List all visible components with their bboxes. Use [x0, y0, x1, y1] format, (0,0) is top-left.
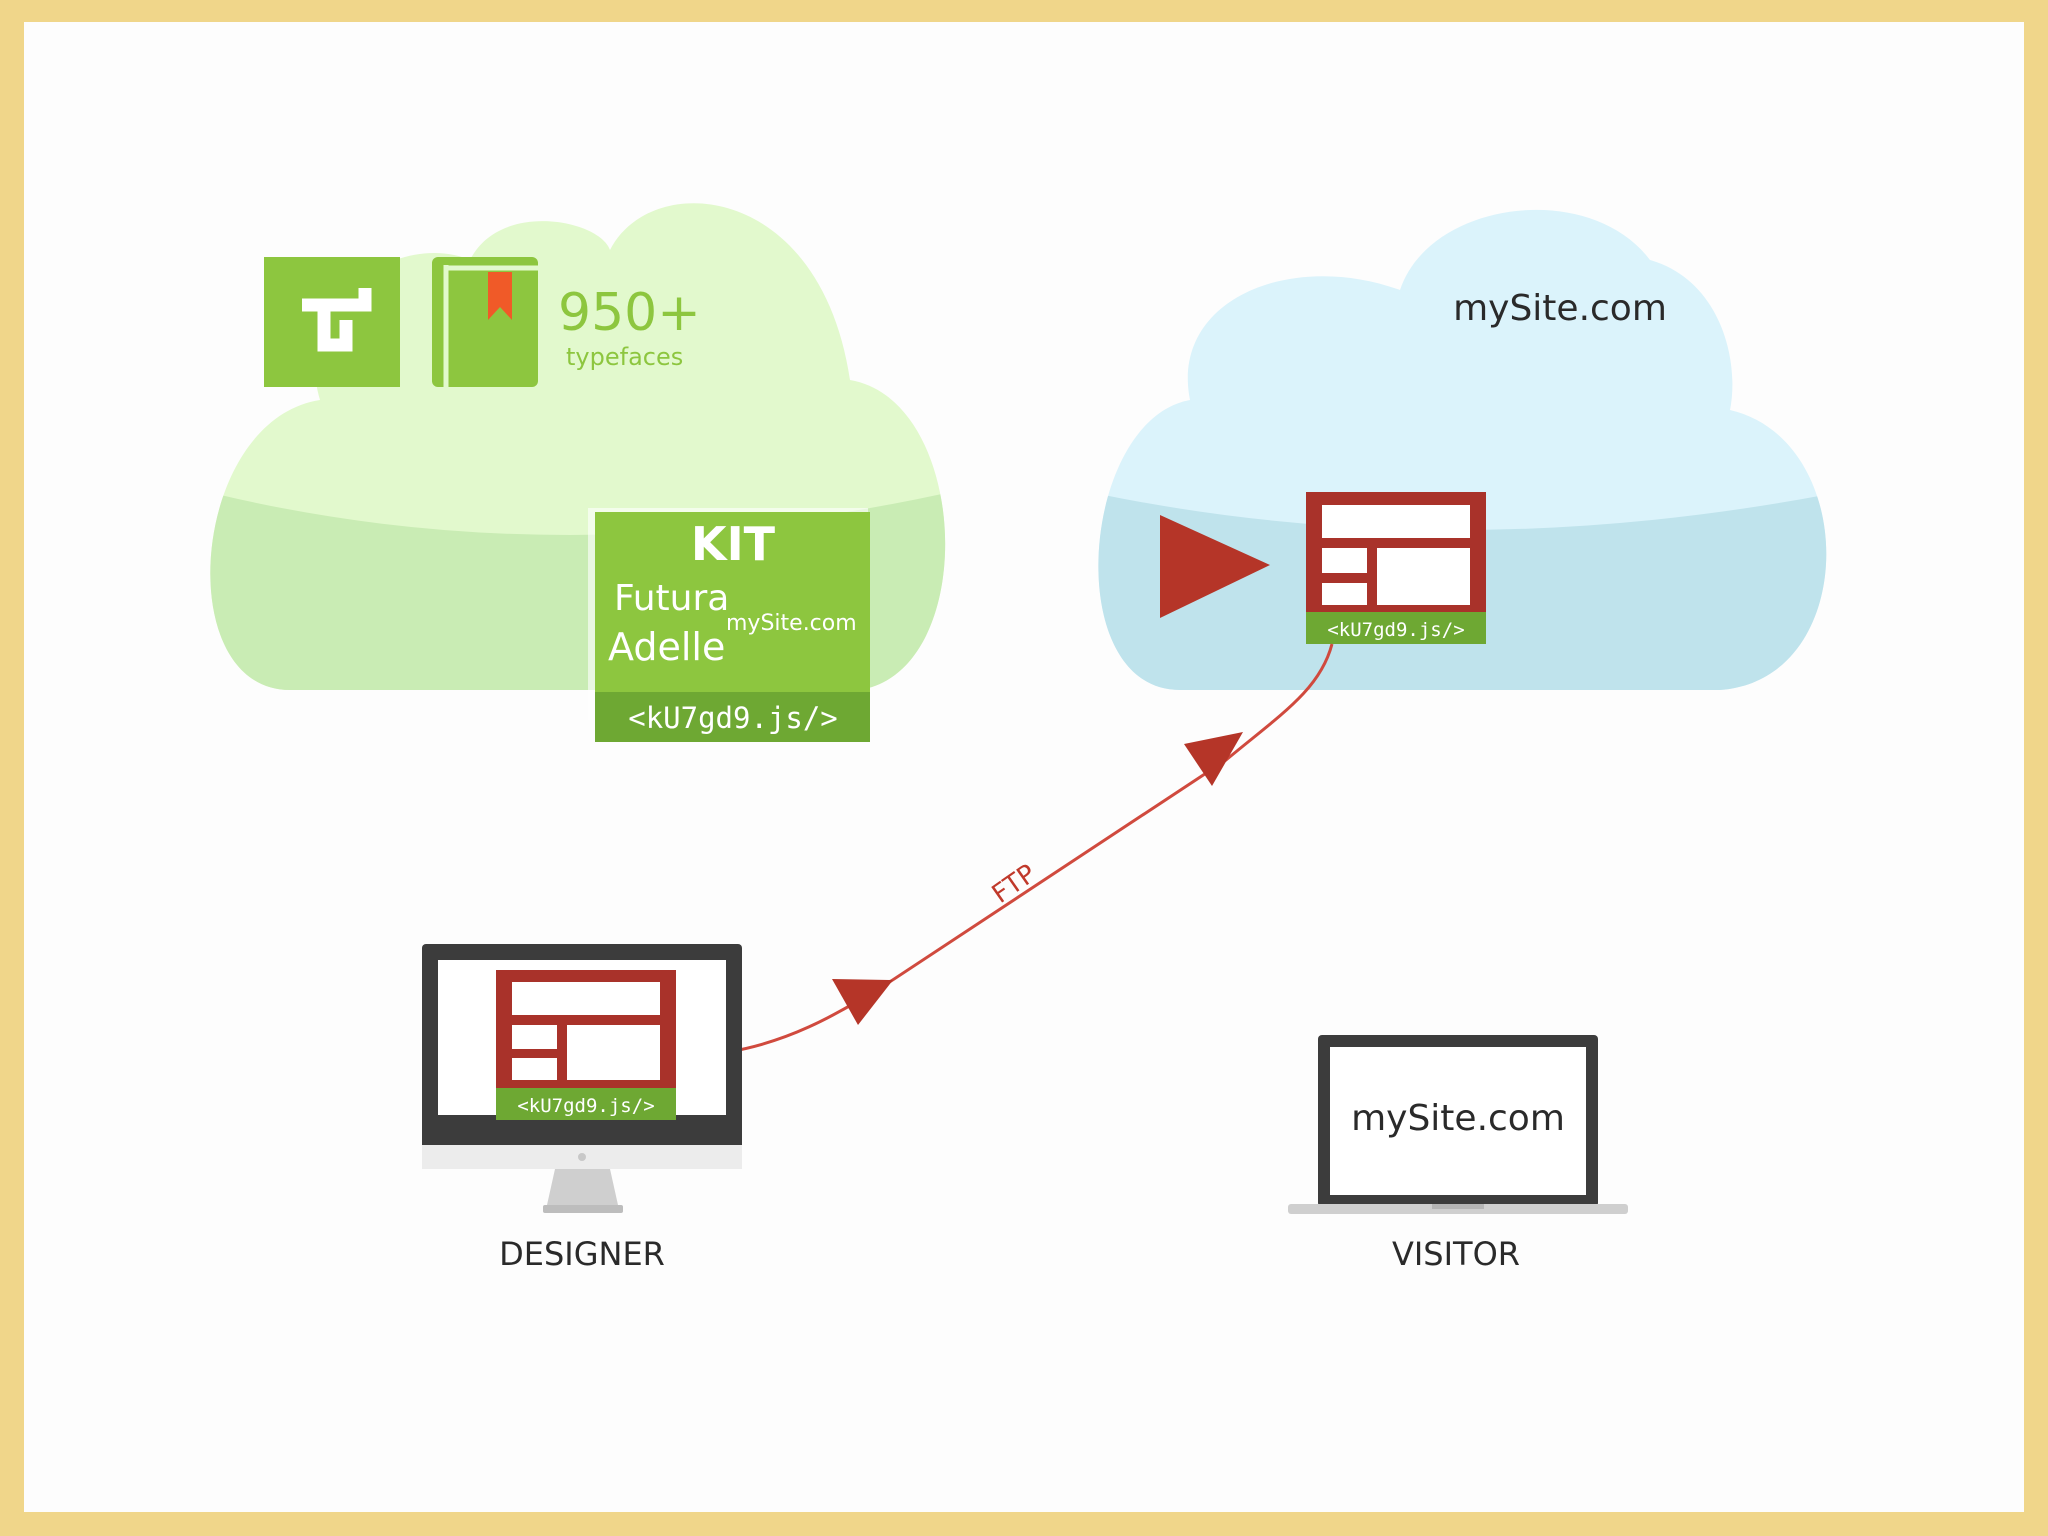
typeface-count-sublabel: typefaces: [566, 343, 683, 371]
typekit-t-icon: [264, 257, 400, 387]
site-cloud-title: mySite.com: [1453, 288, 1667, 329]
desktop-monitor-icon: <kU7gd9.js/>: [422, 944, 742, 1213]
site-embed-code: <kU7gd9.js/>: [1327, 619, 1464, 641]
laptop-icon: mySite.com: [1288, 1035, 1628, 1214]
kit-embed-code: <kU7gd9.js/>: [628, 701, 838, 735]
play-triangle-icon: [1160, 515, 1270, 618]
ftp-label: FTP: [987, 859, 1042, 910]
typeface-count: 950+: [558, 283, 701, 343]
page-layout-icon: <kU7gd9.js/>: [1306, 492, 1486, 644]
kit-font-adelle: Adelle: [608, 625, 725, 669]
designer-label: DESIGNER: [499, 1235, 665, 1273]
kit-title: KIT: [691, 517, 776, 571]
kit-font-futura: Futura: [614, 578, 729, 619]
kit-site: mySite.com: [726, 611, 857, 636]
visitor-screen-text: mySite.com: [1351, 1098, 1565, 1139]
designer-embed-code: <kU7gd9.js/>: [517, 1095, 654, 1117]
bookmarked-book-icon: [432, 257, 538, 387]
kit-card: KIT Futura Adelle mySite.com <kU7gd9.js/…: [588, 508, 870, 742]
visitor-label: VISITOR: [1392, 1235, 1520, 1273]
